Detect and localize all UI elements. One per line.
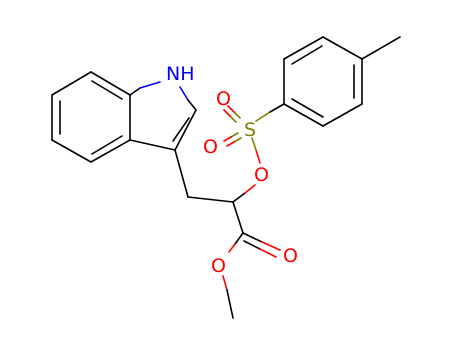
side-chain	[174, 149, 256, 234]
sulfur-label: S	[244, 119, 256, 141]
ester-linking-oxygen-label: O	[254, 164, 269, 186]
sulfonyl-oxygen-bottom-label: O	[203, 136, 218, 158]
sulfonyl-oxygen-top-label: O	[216, 88, 231, 110]
methoxy-oxygen-label: O	[211, 255, 226, 277]
nh-label: NH	[166, 63, 195, 85]
indole-benzene-ring	[51, 71, 131, 163]
indole-pyrrole-ring	[129, 81, 197, 151]
tolyl-ring	[283, 36, 401, 127]
carbonyl-oxygen-label: O	[283, 245, 298, 267]
ester-group	[222, 232, 281, 319]
sulfonate-group	[223, 103, 285, 164]
